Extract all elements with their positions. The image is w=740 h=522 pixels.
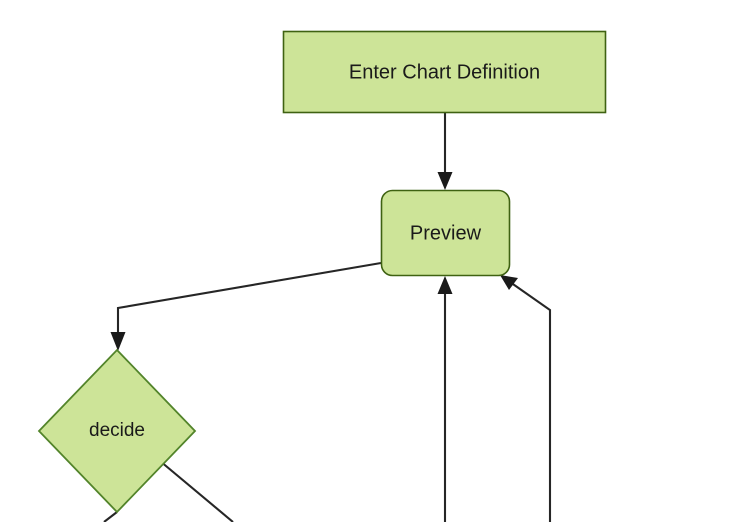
edge-line xyxy=(116,261,382,340)
edge-arrowhead xyxy=(500,275,518,290)
edge-line xyxy=(103,511,118,522)
edge-arrowhead xyxy=(110,332,126,351)
edge-arrowhead xyxy=(437,172,453,190)
edge-bottom-center-to-preview xyxy=(437,276,453,522)
edge-decide-out-right xyxy=(159,460,234,522)
node-enter-chart-definition[interactable]: Enter Chart Definition xyxy=(282,30,607,114)
node-rectangle[interactable] xyxy=(282,30,607,114)
edge-line xyxy=(509,281,552,522)
node-decide[interactable]: decide xyxy=(37,348,197,514)
edge-decide-out-left xyxy=(103,511,118,522)
node-rounded-rectangle[interactable] xyxy=(380,189,511,277)
edge-enter-to-preview xyxy=(437,113,453,190)
edge-preview-to-decide xyxy=(110,261,382,351)
node-diamond[interactable] xyxy=(37,348,197,514)
node-label-decide: decide xyxy=(89,420,145,441)
node-preview[interactable]: Preview xyxy=(380,189,511,277)
edge-arrowhead xyxy=(437,276,453,294)
node-label-preview: Preview xyxy=(410,222,482,244)
node-label-enter-chart-definition: Enter Chart Definition xyxy=(349,61,540,83)
edge-line xyxy=(159,460,234,522)
edge-bottom-right-to-preview xyxy=(500,275,552,522)
